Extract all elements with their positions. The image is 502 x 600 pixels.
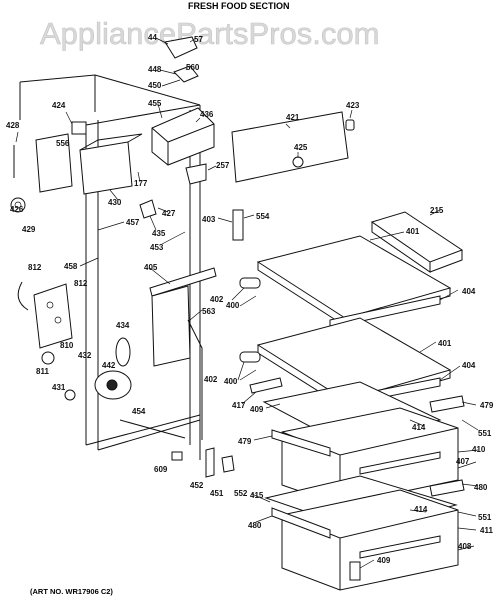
part-label: 404 (462, 361, 476, 370)
part-label: 177 (134, 179, 148, 188)
part-label: 415 (250, 491, 264, 500)
part-label: 431 (52, 383, 66, 392)
part-label: 429 (22, 225, 36, 234)
part-label: 408 (458, 542, 472, 551)
part-label: 552 (234, 489, 248, 498)
part-label: 455 (148, 99, 162, 108)
part-label: 453 (150, 243, 164, 252)
part-label: 409 (377, 556, 391, 565)
part-label: 563 (202, 307, 216, 316)
part-label: 407 (456, 457, 470, 466)
part-label: 812 (74, 279, 88, 288)
part-label: 452 (190, 481, 204, 490)
leader-lines (15, 37, 479, 569)
part-label: 479 (238, 437, 252, 446)
part-label: 556 (56, 139, 70, 148)
part-label: 810 (60, 341, 74, 350)
part-label: 403 (202, 215, 216, 224)
part-label: 401 (406, 227, 420, 236)
part-label: 457 (126, 218, 140, 227)
part-label: 479 (480, 401, 494, 410)
part-label: 454 (132, 407, 146, 416)
part-label: 257 (216, 161, 230, 170)
part-label: 421 (286, 113, 300, 122)
part-label: 434 (116, 321, 130, 330)
part-label: 409 (250, 405, 264, 414)
part-label: 442 (102, 361, 116, 370)
part-label: 426 (10, 205, 24, 214)
part-label: 812 (28, 263, 42, 272)
watermark: AppliancePartsPros.com (40, 16, 379, 51)
knob-icon (292, 156, 304, 168)
part-label: 811 (36, 367, 49, 376)
part-label: 432 (78, 351, 92, 360)
part-label: 428 (6, 121, 20, 130)
part-label: 414 (414, 505, 428, 514)
part-label: 609 (154, 465, 168, 474)
diagram-title: FRESH FOOD SECTION (188, 1, 290, 11)
part-label: 450 (148, 81, 162, 90)
part-label: 551 (478, 513, 492, 522)
part-label: 551 (478, 429, 492, 438)
shelves (239, 211, 465, 446)
part-label: 411 (480, 526, 493, 535)
part-label: 402 (210, 295, 224, 304)
part-label: 400 (224, 377, 238, 386)
control-parts (10, 36, 355, 241)
part-label: 414 (412, 423, 426, 432)
part-label: 430 (108, 198, 122, 207)
part-label: 560 (186, 63, 200, 72)
part-label: 57 (194, 35, 203, 44)
part-label: 423 (346, 101, 360, 110)
part-label: 480 (474, 483, 488, 492)
left-side-parts (17, 267, 235, 478)
part-label: 436 (200, 110, 214, 119)
part-label: 425 (294, 143, 308, 152)
crisper-drawers (264, 407, 465, 591)
art-number: (ART NO. WR17906 C2) (30, 587, 113, 596)
part-label: 44 (148, 33, 157, 42)
part-label: 215 (430, 206, 444, 215)
part-label: 451 (210, 489, 224, 498)
part-label: 410 (472, 445, 486, 454)
part-label: 402 (204, 375, 218, 384)
part-label: 427 (162, 209, 176, 218)
part-labels: 44 57 448 560 450 424 455 436 421 423 428 556 257 425… (6, 33, 494, 565)
part-label: 405 (144, 263, 158, 272)
part-label: 401 (438, 339, 452, 348)
part-label: 458 (64, 262, 78, 271)
part-label: 424 (52, 101, 66, 110)
part-label: 448 (148, 65, 162, 74)
part-label: 404 (462, 287, 476, 296)
part-label: 480 (248, 521, 262, 530)
part-label: 435 (152, 229, 166, 238)
part-label: 417 (232, 401, 246, 410)
part-label: 400 (226, 301, 240, 310)
part-label: 554 (256, 212, 270, 221)
